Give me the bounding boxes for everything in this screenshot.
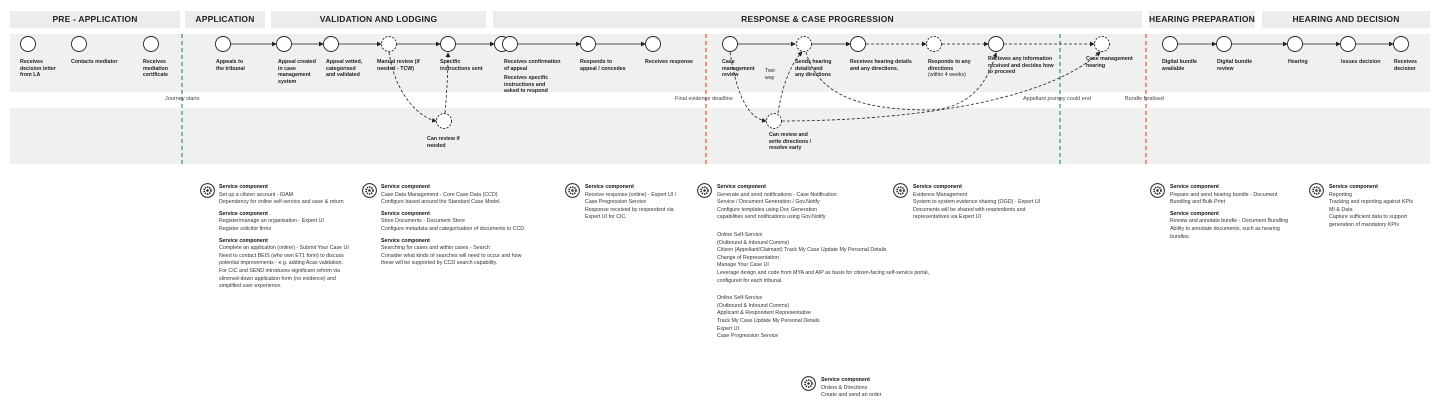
step-node xyxy=(580,36,596,52)
service-group-application: Service component Set up a citizen accou… xyxy=(219,184,349,290)
optional-step-node xyxy=(436,113,452,129)
dashed-connector xyxy=(777,51,803,114)
phase-hearing-and-decision: HEARING AND DECISION xyxy=(1262,11,1430,28)
step-node xyxy=(645,36,661,52)
step-node xyxy=(71,36,87,52)
service-group-response: Service component Receive response (onli… xyxy=(585,184,677,221)
step-label-hearing: Hearing xyxy=(1288,59,1308,65)
service-group-orders: Service component Orders & Directions Cr… xyxy=(821,377,882,399)
step-node xyxy=(215,36,231,52)
step-label-issues-decision: Issues decision xyxy=(1341,59,1381,65)
phase-application: APPLICATION xyxy=(185,11,265,28)
optional-step-node xyxy=(1094,36,1110,52)
optional-step-node xyxy=(381,36,397,52)
gear-icon xyxy=(362,183,377,198)
step-node xyxy=(1162,36,1178,52)
phase-validation-and-lodging: VALIDATION AND LODGING xyxy=(271,11,486,28)
dashed-connector xyxy=(729,51,767,123)
step-node xyxy=(988,36,1004,52)
step-label-receives-response: Receives response xyxy=(645,59,693,65)
gear-icon xyxy=(1150,183,1165,198)
phase-pre-application: PRE - APPLICATION xyxy=(10,11,180,28)
gear-icon xyxy=(893,183,908,198)
optional-step-node xyxy=(766,113,782,129)
step-label-contacts-mediator: Contacts mediator xyxy=(71,59,118,65)
step-node xyxy=(722,36,738,52)
step-node xyxy=(502,36,518,52)
tribunal-lane xyxy=(10,108,1430,164)
optional-step-node xyxy=(926,36,942,52)
optional-step-node xyxy=(796,36,812,52)
step-node xyxy=(1287,36,1303,52)
gear-icon xyxy=(1309,183,1324,198)
milestone-final-evidence-deadline: Final evidence deadline xyxy=(675,96,733,102)
phase-response-case-progression: RESPONSE & CASE PROGRESSION xyxy=(493,11,1142,28)
step-node xyxy=(323,36,339,52)
milestone-journey-starts: Journey starts xyxy=(165,96,200,102)
gear-icon xyxy=(200,183,215,198)
dashed-connector xyxy=(388,51,437,123)
step-node xyxy=(1340,36,1356,52)
step-node xyxy=(1216,36,1232,52)
service-group-notifications: Service component Generate and send noti… xyxy=(717,184,930,340)
step-node xyxy=(20,36,36,52)
step-node xyxy=(276,36,292,52)
step-node xyxy=(440,36,456,52)
service-group-validation: Service component Case Data Management -… xyxy=(381,184,526,267)
service-group-evidence: Service component Evidence Management Sy… xyxy=(913,184,1041,221)
dashed-connector xyxy=(805,51,998,111)
milestone-appellant-journey-could-end: Appellant journey could end xyxy=(1023,96,1091,102)
milestone-bundle-finalised: Bundle finalised xyxy=(1125,96,1164,102)
step-node xyxy=(1393,36,1409,52)
step-node xyxy=(850,36,866,52)
phase-hearing-preparation: HEARING PREPARATION xyxy=(1149,11,1255,28)
gear-icon xyxy=(801,376,816,391)
step-node xyxy=(143,36,159,52)
service-group-bundling: Service component Prepare and send heari… xyxy=(1170,184,1289,240)
dashed-connector xyxy=(444,52,451,114)
gear-icon xyxy=(565,183,580,198)
service-group-reporting: Service component Reporting Tracking and… xyxy=(1329,184,1414,228)
dashed-connector xyxy=(781,51,1101,122)
gear-icon xyxy=(697,183,712,198)
